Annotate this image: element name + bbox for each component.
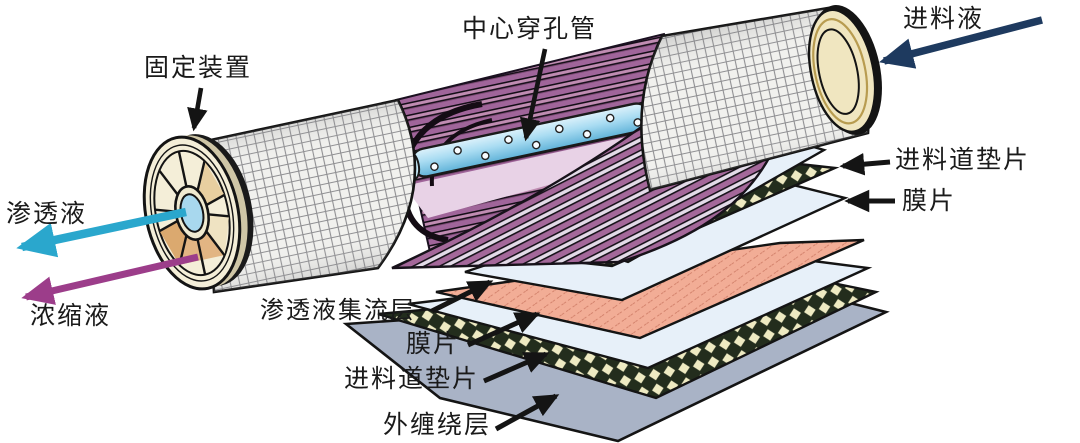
label-concentrate: 浓缩液 (30, 303, 112, 330)
feed-spacer-right-pointer (839, 152, 891, 176)
feed-spacer-bottom-pointer (483, 351, 550, 384)
label-fixing-device: 固定装置 (144, 55, 253, 82)
outer-wrap-pointer (494, 393, 560, 432)
left-end-cap (142, 134, 254, 291)
permeate-carrier-pointer (430, 279, 494, 314)
feed-arrow (878, 16, 1043, 69)
membrane-bottom-pointer (466, 311, 541, 348)
center-tube-pointer (519, 48, 548, 142)
permeate-arrow (16, 207, 187, 258)
label-membrane-bottom: 膜片 (406, 331, 461, 358)
concentrate-arrow (21, 253, 199, 305)
fixing-device-pointer (187, 87, 208, 132)
label-outer-wrap: 外缠绕层 (383, 412, 492, 439)
label-feed: 进料液 (903, 6, 985, 33)
label-permeate: 渗透液 (6, 201, 88, 228)
label-feed-spacer-bottom: 进料道垫片 (344, 366, 480, 393)
label-permeate-carrier: 渗透液集流层 (260, 298, 416, 324)
label-feed-spacer-right: 进料道垫片 (895, 147, 1031, 174)
label-membrane-right: 膜片 (902, 188, 957, 215)
right-end-cap (807, 5, 882, 135)
label-center-tube: 中心穿孔管 (462, 16, 598, 43)
